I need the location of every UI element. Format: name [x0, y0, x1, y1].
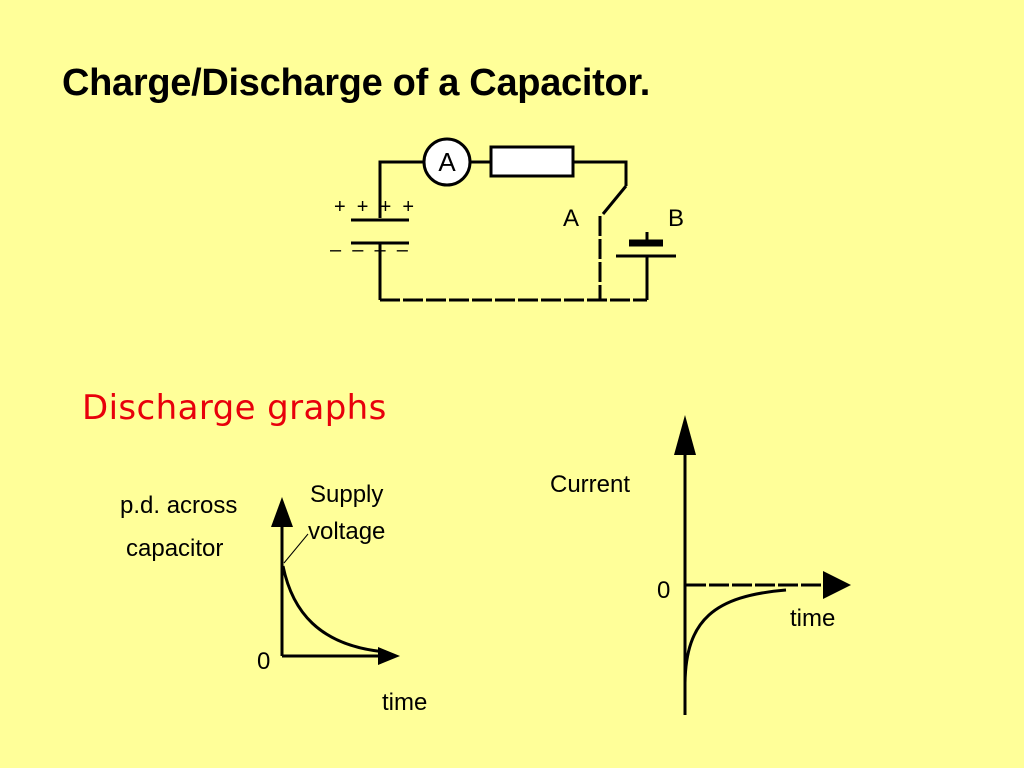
ammeter-label: A [438, 147, 456, 177]
pd-annotation-line2: voltage [308, 518, 386, 545]
pd-origin-label: 0 [257, 648, 271, 675]
pd-annotation-leader [283, 533, 309, 564]
current-y-arrow [674, 415, 696, 455]
slide-title: Charge/Discharge of a Capacitor. [62, 62, 651, 104]
switch-label-b: B [668, 205, 685, 232]
capacitor-plus-signs: + + + + [334, 196, 415, 218]
current-xlabel: time [790, 605, 836, 632]
pd-annotation-line1: Supply [310, 481, 384, 508]
discharge-graphs-heading: Discharge graphs [82, 388, 387, 428]
pd-xlabel: time [382, 689, 428, 716]
wire-resistor-switch [573, 160, 628, 186]
current-rise-curve [683, 588, 787, 684]
current-x-arrow [823, 571, 851, 599]
switch-blade [601, 185, 628, 215]
current-ylabel: Current [550, 471, 631, 498]
current-origin-label: 0 [657, 577, 671, 604]
pd-decay-curve [281, 565, 387, 654]
switch-label-a: A [563, 205, 580, 232]
capacitor-minus-signs: – – – – [330, 239, 408, 261]
pd-ylabel-line1: p.d. across [120, 492, 238, 519]
ammeter [422, 137, 472, 187]
pd-y-arrow [271, 497, 293, 527]
wire-top-left [378, 160, 424, 218]
pd-x-arrow [378, 647, 400, 665]
resistor [489, 145, 575, 178]
pd-ylabel-line2: capacitor [126, 535, 224, 562]
